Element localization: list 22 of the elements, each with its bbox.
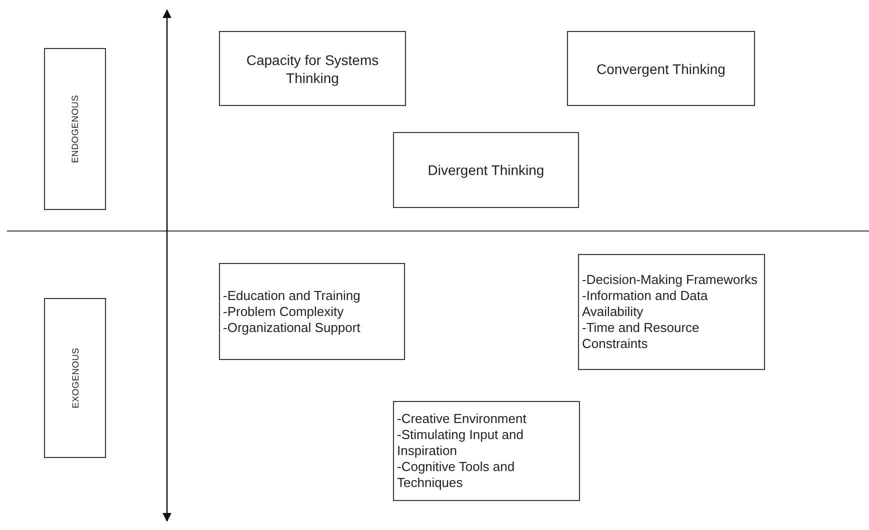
concept-box	[567, 31, 755, 106]
category-box	[44, 298, 106, 458]
concept-label: Divergent Thinking	[426, 161, 546, 179]
factor-item: -Stimulating Input and Inspiration	[397, 427, 524, 459]
factor-item: -Organizational Support	[223, 320, 362, 336]
factor-item: -Time and Resource Constraints	[582, 320, 700, 352]
factor-list-box	[578, 254, 765, 370]
factor-item: -Education and Training	[223, 288, 362, 304]
factor-item: -Information and Data Availability	[582, 288, 709, 320]
factor-item: -Decision-Making Frameworks	[582, 272, 759, 288]
concept-box	[219, 31, 406, 106]
category-label: ENDOGENOUS	[70, 95, 80, 163]
factor-item: -Cognitive Tools and Techniques	[397, 459, 516, 491]
factor-item: -Creative Environment	[397, 411, 528, 427]
concept-label: Capacity for Systems Thinking	[245, 50, 380, 86]
factor-item: -Problem Complexity	[223, 304, 345, 320]
concept-label: Convergent Thinking	[596, 60, 726, 78]
concept-box	[393, 132, 579, 208]
category-label: EXOGENOUS	[70, 348, 80, 408]
category-box	[44, 48, 106, 210]
factor-list-box	[393, 401, 580, 501]
factor-list-box	[219, 263, 405, 360]
